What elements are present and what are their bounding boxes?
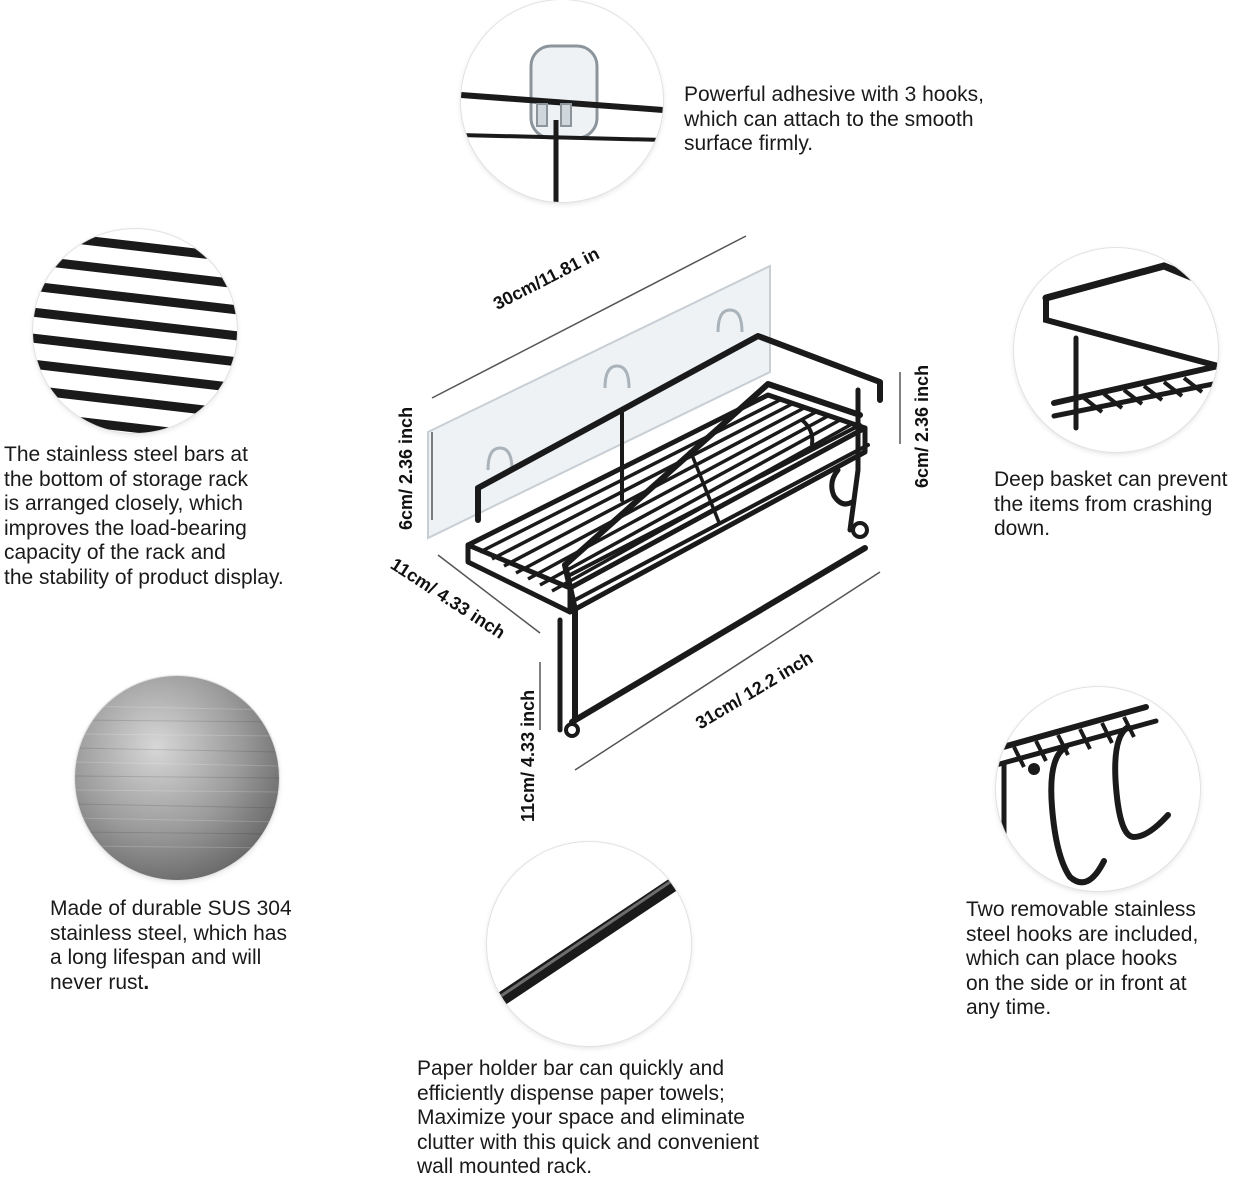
- dimension-right-height: 6cm/ 2.36 inch: [912, 364, 932, 488]
- adhesive-hook-detail: [461, 0, 663, 202]
- deep-basket-description: Deep basket can prevent the items from c…: [994, 468, 1228, 540]
- paper-holder-bar-detail-icon: [490, 875, 684, 1009]
- paper-bar-description: Paper holder bar can quickly and efficie…: [417, 1057, 760, 1178]
- deep-basket-detail: [1014, 248, 1218, 452]
- brushed-steel-texture: [75, 676, 279, 880]
- dimension-leg-height: 11cm/ 4.33 inch: [518, 689, 538, 822]
- adhesive-hook-detail-icon: [461, 44, 663, 202]
- deep-basket-detail-icon: [1042, 262, 1218, 431]
- removable-hooks-detail-icon: [996, 704, 1171, 886]
- steel-bars-description: The stainless steel bars at the bottom o…: [4, 443, 284, 589]
- brushed-steel-texture-icon: [75, 676, 279, 880]
- removable-hooks-detail: [996, 687, 1200, 891]
- material-description-period: .: [143, 970, 150, 994]
- paper-holder-bar-detail: [487, 842, 691, 1046]
- material-description: Made of durable SUS 304 stainless steel,…: [50, 897, 292, 995]
- material-description-text: Made of durable SUS 304 stainless steel,…: [50, 897, 292, 994]
- hooks-description: Two removable stainless steel hooks are …: [966, 898, 1199, 1019]
- steel-bars-detail-icon: [33, 229, 237, 433]
- adhesive-description: Powerful adhesive with 3 hooks, which ca…: [684, 83, 984, 155]
- dimension-left-height: 6cm/ 2.36 inch: [396, 406, 416, 530]
- steel-bars-detail: [33, 229, 237, 433]
